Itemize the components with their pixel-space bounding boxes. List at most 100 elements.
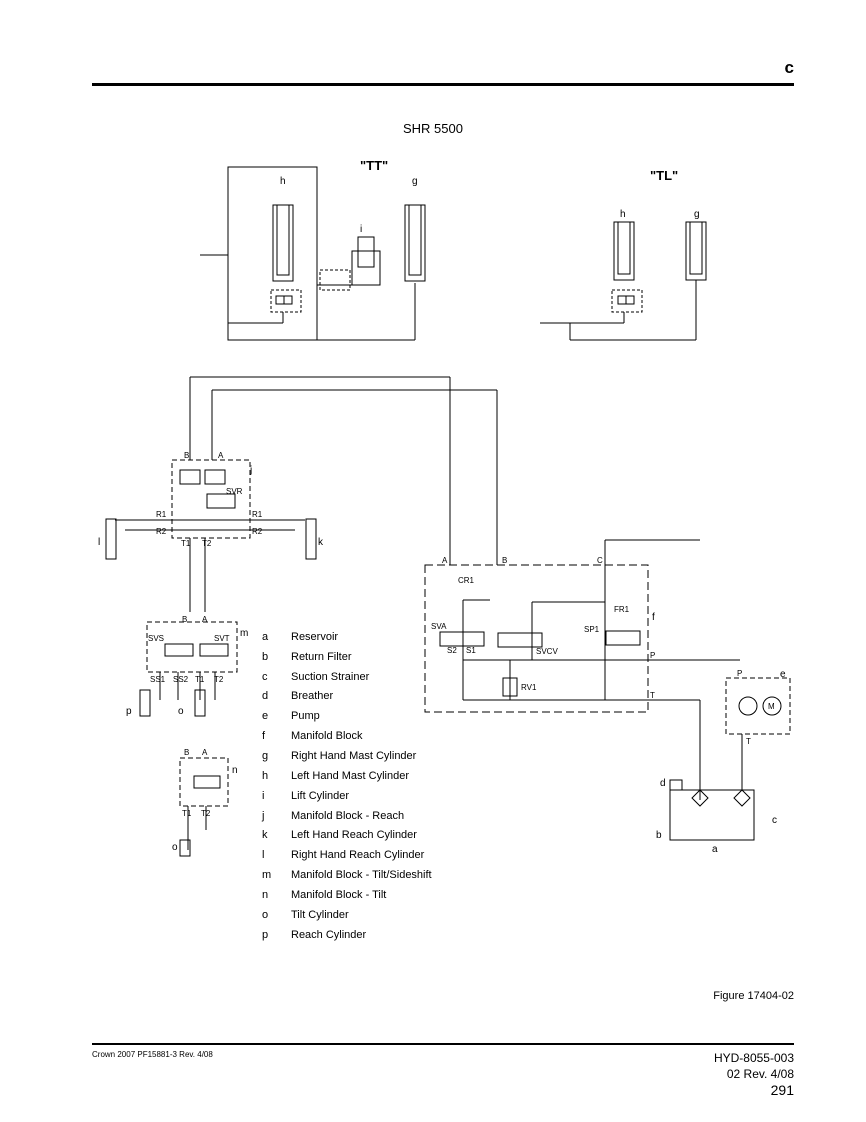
port-m-a: A: [202, 615, 208, 624]
port-f-b: B: [502, 556, 507, 565]
legend-key: m: [262, 869, 272, 882]
tilt-cylinder-o-upper: [194, 689, 206, 717]
label-p: p: [126, 706, 132, 717]
legend-label: Manifold Block - Reach: [291, 809, 405, 822]
label-e: e: [780, 669, 786, 680]
footer-rule: [92, 1043, 794, 1045]
reach-manifold-j: [105, 459, 317, 612]
legend-key: j: [262, 809, 265, 822]
port-m-t1: T1: [195, 675, 205, 684]
legend-row: f Manifold Block: [262, 726, 432, 746]
legend-key: k: [262, 829, 268, 842]
port-r2-right: R2: [252, 527, 263, 536]
label-cr1: CR1: [458, 576, 475, 585]
label-d: d: [660, 778, 666, 789]
legend-row: n Manifold Block - Tilt: [262, 885, 432, 905]
reach-cylinder-k: [305, 518, 317, 560]
legend-key: a: [262, 630, 269, 643]
pump-reservoir: [669, 659, 791, 841]
label-sva: SVA: [431, 622, 447, 631]
legend-key: i: [262, 789, 265, 802]
port-m-t2: T2: [214, 675, 224, 684]
tilt-manifold-n: [179, 757, 229, 857]
port-n-t1: T1: [182, 809, 192, 818]
valve-sva: [439, 631, 485, 647]
suction-strainer-c: [733, 789, 751, 807]
mast-cylinder-g: [404, 204, 426, 282]
label-i: i: [360, 224, 362, 235]
legend-label: Manifold Block - Tilt: [291, 888, 387, 901]
legend-label: Reservoir: [291, 630, 339, 643]
legend-key: g: [262, 749, 269, 762]
legend-key: d: [262, 690, 269, 703]
label-l: l: [98, 537, 100, 548]
valve-svcv: [497, 632, 543, 648]
return-filter-b: [691, 789, 709, 807]
label-n: n: [232, 765, 238, 776]
port-s1: S1: [466, 646, 476, 655]
label-b: b: [656, 830, 662, 841]
legend-label: Pump: [291, 710, 320, 723]
reach-cylinder-p: [139, 689, 151, 717]
label-rv1: RV1: [521, 683, 537, 692]
legend-label: Manifold Block: [291, 730, 363, 743]
label-fr1: FR1: [614, 605, 630, 614]
legend-key: h: [262, 769, 269, 782]
legend-key: p: [262, 928, 269, 941]
legend-key: o: [262, 908, 269, 921]
figure-caption: Figure 17404-02: [713, 990, 794, 1002]
doc-number: HYD-8055-003: [713, 1051, 794, 1065]
page-number: 291: [770, 1082, 794, 1098]
legend-key: e: [262, 710, 269, 723]
port-ss1: SS1: [150, 675, 166, 684]
tl-circuit: [540, 221, 707, 341]
label-svr: SVR: [226, 487, 243, 496]
port-m-b: B: [182, 615, 187, 624]
legend-row: l Right Hand Reach Cylinder: [262, 845, 432, 865]
pump-e: [738, 696, 758, 716]
label-motor: M: [768, 702, 775, 711]
legend-row: j Manifold Block - Reach: [262, 806, 432, 826]
main-lines: [189, 376, 700, 565]
port-s2: S2: [447, 646, 457, 655]
legend-row: e Pump: [262, 706, 432, 726]
legend-row: a Reservoir: [262, 627, 432, 647]
tl-cylinder-g: [685, 221, 707, 281]
label-tl-h: h: [620, 209, 626, 220]
port-r2-left: R2: [156, 527, 167, 536]
variant-tl-label: "TL": [650, 168, 678, 183]
legend-key: n: [262, 888, 269, 901]
tt-circuit: [200, 166, 426, 341]
legend-label: Left Hand Reach Cylinder: [291, 829, 417, 842]
label-c: c: [772, 815, 777, 826]
legend-label: Reach Cylinder: [291, 928, 367, 941]
legend-label: Manifold Block - Tilt/Sideshift: [291, 869, 432, 882]
legend-key: b: [262, 650, 269, 663]
legend-label: Right Hand Reach Cylinder: [291, 849, 425, 862]
label-f: f: [652, 612, 655, 623]
header-rule: [92, 83, 794, 86]
legend-key: l: [262, 849, 265, 862]
port-n-t2: T2: [201, 809, 211, 818]
legend-row: m Manifold Block - Tilt/Sideshift: [262, 865, 432, 885]
port-n-a: A: [202, 748, 208, 757]
legend-key: f: [262, 730, 266, 743]
doc-revision: 02 Rev. 4/08: [726, 1067, 794, 1081]
port-n-b: B: [184, 748, 189, 757]
label-a: a: [712, 844, 718, 855]
legend-row: p Reach Cylinder: [262, 925, 432, 945]
port-f-c: C: [597, 556, 603, 565]
lift-cylinder-i: [351, 250, 381, 286]
motor-m: [762, 696, 782, 716]
label-o: o: [172, 842, 178, 853]
port-f-p: P: [650, 651, 655, 660]
port-r1-left: R1: [156, 510, 167, 519]
label-svcv: SVCV: [536, 647, 558, 656]
port-j-t2: T2: [202, 539, 212, 548]
legend-label: Return Filter: [291, 650, 352, 663]
